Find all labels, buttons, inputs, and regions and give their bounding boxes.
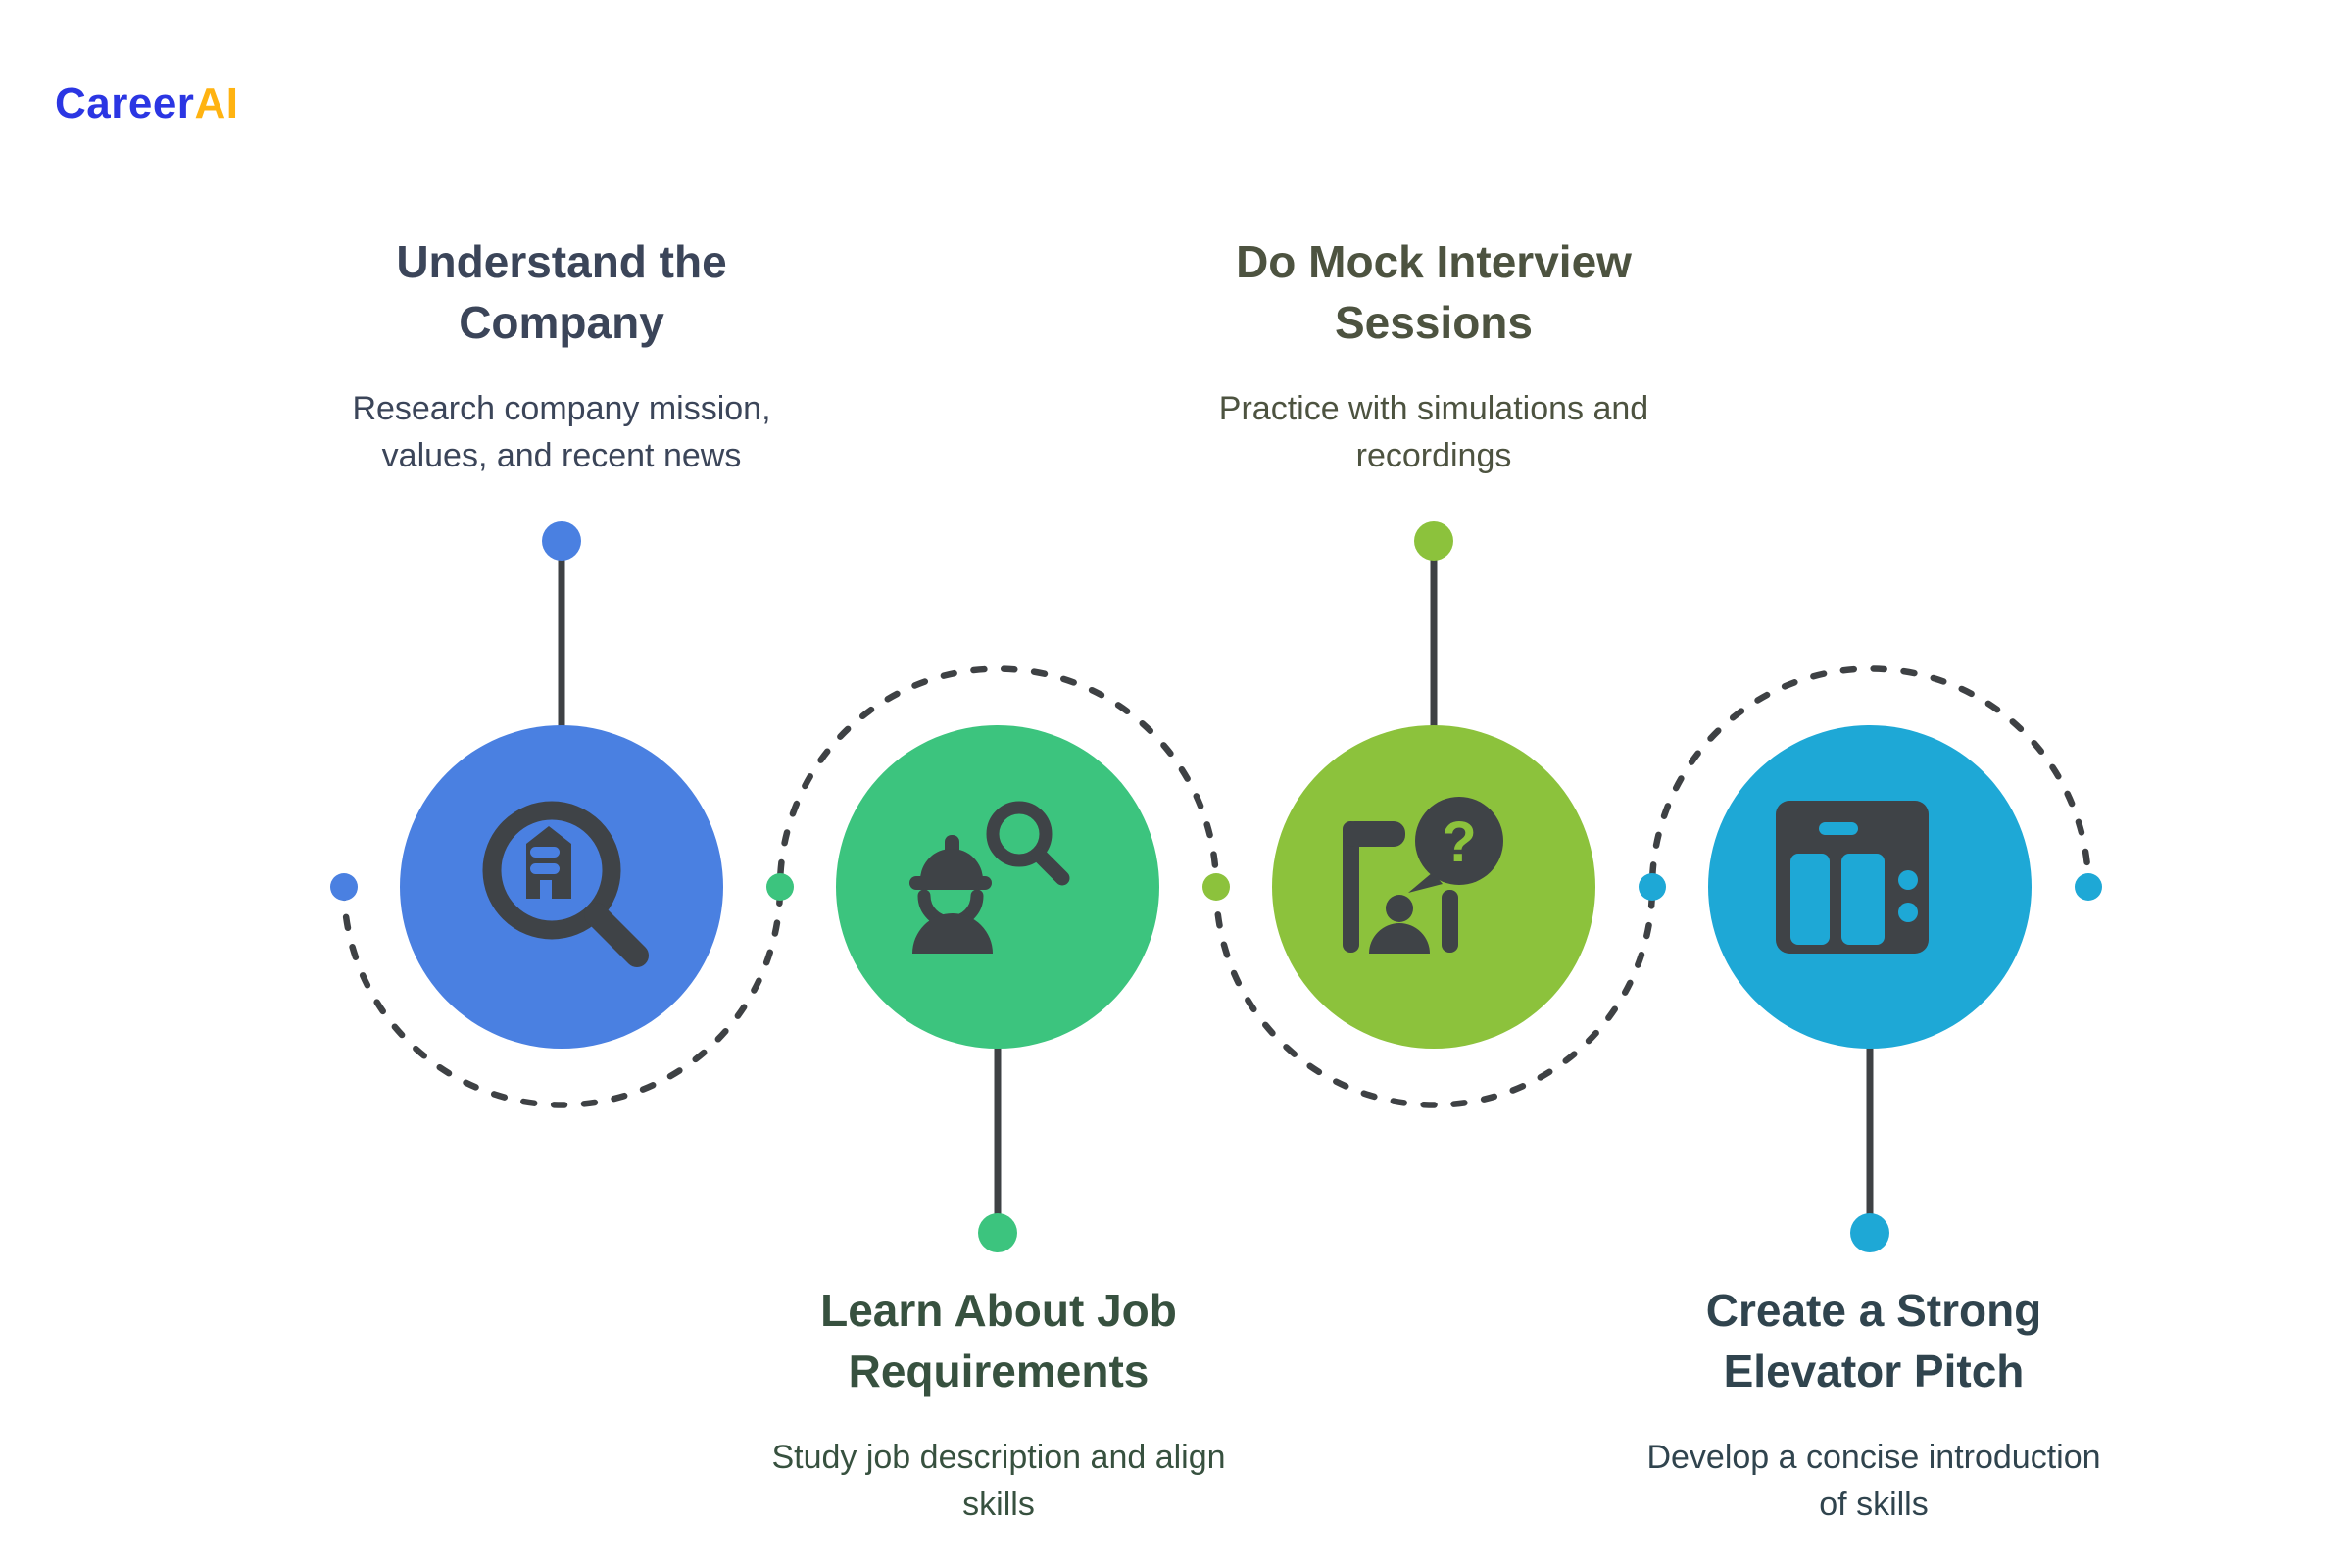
step-title-2: Learn About Job Requirements — [820, 1285, 1177, 1396]
timeline-node-dot-1 — [330, 873, 358, 901]
connector-dot-3 — [1414, 521, 1453, 561]
step-description-1: Research company mission, values, and re… — [352, 390, 771, 474]
elevator-icon — [1776, 801, 1929, 954]
step-description-4: Develop a concise introduction of skills — [1646, 1439, 2101, 1523]
step-label-3: Do Mock Interview Sessions Practice with… — [1130, 231, 1738, 479]
step-circle-2 — [836, 725, 1159, 1049]
brand-logo-accent: AI — [194, 79, 239, 127]
company-search-icon — [482, 801, 649, 967]
timeline-node-dot-5 — [2075, 873, 2102, 901]
connector-dot-1 — [542, 521, 581, 561]
timeline-node-dot-3 — [1202, 873, 1230, 901]
step-title-4: Create a Strong Elevator Pitch — [1705, 1285, 2042, 1396]
step-description-2: Study job description and align skills — [771, 1439, 1226, 1523]
step-label-1: Understand the Company Research company … — [258, 231, 865, 479]
mock-interview-icon: ? — [1343, 797, 1503, 954]
timeline-node-dot-2 — [766, 873, 794, 901]
connector-dot-4 — [1850, 1213, 1889, 1252]
question-mark-glyph: ? — [1442, 810, 1476, 874]
step-label-4: Create a Strong Elevator Pitch Develop a… — [1570, 1280, 2178, 1528]
brand-logo-primary: Career — [55, 79, 195, 127]
step-title-3: Do Mock Interview Sessions — [1236, 236, 1632, 348]
connector-dot-2 — [978, 1213, 1017, 1252]
step-circle-3 — [1272, 725, 1595, 1049]
step-description-3: Practice with simulations and recordings — [1218, 390, 1649, 474]
brand-logo: CareerAI — [55, 82, 238, 125]
step-label-2: Learn About Job Requirements Study job d… — [695, 1280, 1302, 1528]
step-title-1: Understand the Company — [396, 236, 727, 348]
job-search-icon — [909, 801, 1070, 954]
timeline-node-dot-4 — [1639, 873, 1666, 901]
